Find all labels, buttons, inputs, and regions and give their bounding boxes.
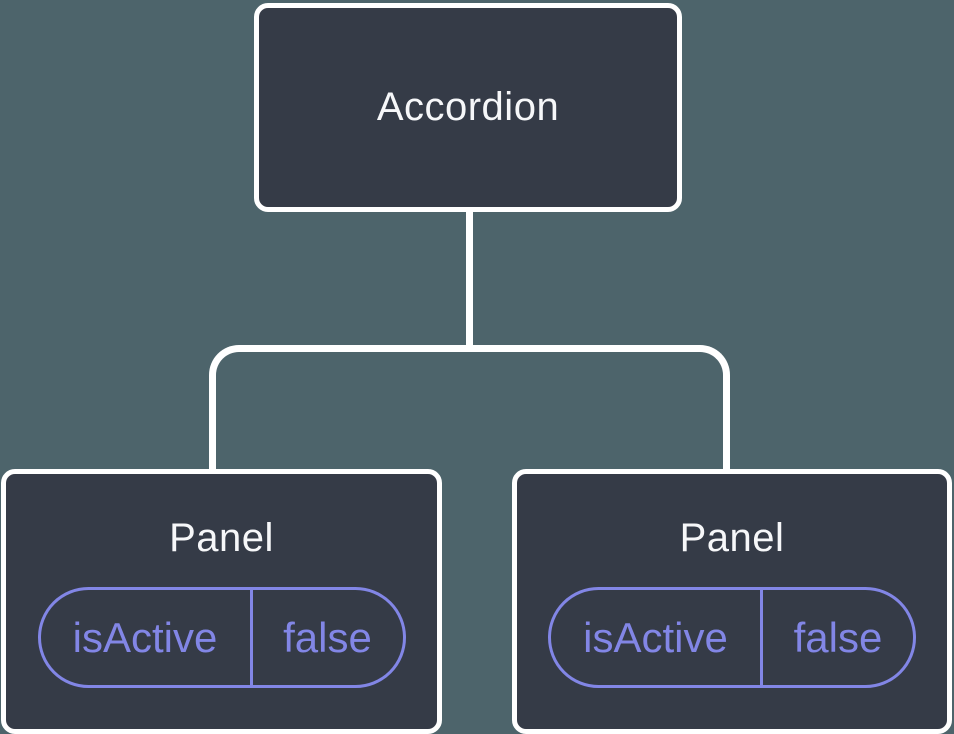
state-pill-right: isActive false [548,587,916,688]
state-value-label: false [793,613,883,661]
tree-node-panel-left: Panel isActive false [1,469,442,734]
panel-right-label: Panel [679,516,785,560]
tree-node-panel-right: Panel isActive false [512,469,952,734]
tree-node-accordion: Accordion [254,3,682,212]
accordion-node-label: Accordion [376,85,560,129]
state-key-label: isActive [551,590,763,685]
state-value-label: false [283,613,372,661]
state-pill-left: isActive false [37,587,406,688]
connector-branch-line [209,345,730,471]
state-key-label: isActive [41,590,253,685]
connector-stem-line [466,208,473,351]
panel-left-label: Panel [169,516,274,560]
